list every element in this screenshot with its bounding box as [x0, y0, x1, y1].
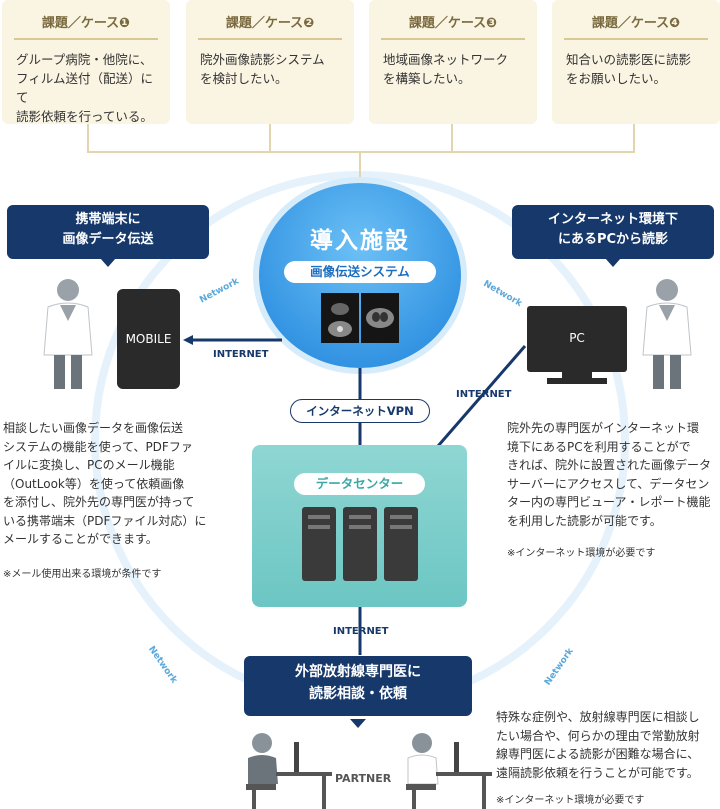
- case-title: 課題／ケース❸: [408, 16, 498, 31]
- case-body: グループ病院・他院に、 フィルム送付（配送）にて 読影依頼を行っている。: [16, 52, 154, 124]
- mobile-transfer-box: 携帯端末に 画像データ伝送: [7, 205, 209, 259]
- mobile-description: 相談したい画像データを画像伝送 システムの機能を使って、PDFファ イルに変換し…: [3, 421, 207, 546]
- pc-box-pointer: [605, 258, 621, 267]
- case-box-3: 課題／ケース❸ 地域画像ネットワーク を構築したい。: [369, 0, 537, 124]
- datacenter-panel: データセンター: [252, 445, 467, 607]
- datacenter-title: データセンター: [294, 473, 425, 495]
- case-body: 院外画像読影システム を検討したい。: [200, 52, 325, 86]
- case-title: 課題／ケース❶: [41, 16, 131, 31]
- facility-subtitle: 画像伝送システム: [284, 261, 436, 283]
- pc-stand: [562, 372, 592, 378]
- ct-scan-drawing: [328, 303, 394, 337]
- mobile-device-icon: MOBILE: [117, 289, 180, 389]
- pc-reading-box: インターネット環境下 にあるPCから読影: [512, 205, 714, 259]
- partner-box-pointer: [350, 719, 366, 728]
- partner-doctor-left-icon: [246, 733, 332, 809]
- case-box-1: 課題／ケース❶ グループ病院・他院に、 フィルム送付（配送）にて 読影依頼を行っ…: [2, 0, 170, 124]
- case-divider: [14, 38, 158, 40]
- facility-title: 導入施設: [310, 228, 410, 254]
- partner-description: 特殊な症例や、放射線専門医に相談し たい場合や、何らかの理由で常勤放射 線専門医…: [496, 710, 700, 780]
- pc-monitor-icon: PC: [527, 306, 627, 372]
- internet-label-right: INTERNET: [456, 389, 512, 400]
- server-racks-icon: [302, 507, 418, 581]
- pc-note: ※インターネット環境が必要です: [507, 548, 656, 559]
- facility-circle: 導入施設 画像伝送システム: [259, 183, 461, 368]
- mobile-screen-label: MOBILE: [125, 332, 172, 346]
- case-divider: [198, 38, 342, 40]
- case-divider: [564, 38, 708, 40]
- vpn-label: インターネットVPN: [290, 399, 430, 423]
- internet-label-bottom: INTERNET: [333, 626, 389, 637]
- case-connector: [87, 124, 635, 190]
- mobile-box-pointer: [100, 258, 116, 267]
- case-title: 課題／ケース❹: [591, 16, 681, 31]
- case-body: 地域画像ネットワーク を構築したい。: [383, 52, 509, 86]
- internet-label-left: INTERNET: [213, 349, 269, 360]
- mobile-note: ※メール使用出来る環境が条件です: [3, 569, 162, 580]
- doctor-right-icon: [642, 279, 692, 389]
- partner-note: ※インターネット環境が必要です: [496, 795, 645, 806]
- pc-base: [547, 378, 607, 384]
- partner-request-box: 外部放射線専門医に 読影相談・依頼: [244, 656, 472, 716]
- pc-description: 院外先の専門医がインターネット環 境下にあるPCを利用することがで きれば、院外…: [507, 421, 712, 528]
- case-body: 知合いの読影医に読影 をお願いしたい。: [566, 52, 692, 86]
- case-divider: [381, 38, 525, 40]
- case-title: 課題／ケース❷: [225, 16, 315, 31]
- doctor-left-icon: [43, 279, 93, 389]
- case-box-2: 課題／ケース❷ 院外画像読影システム を検討したい。: [186, 0, 354, 124]
- partner-label: PARTNER: [335, 772, 392, 785]
- pc-screen-label: PC: [569, 331, 585, 345]
- case-box-4: 課題／ケース❹ 知合いの読影医に読影 をお願いしたい。: [552, 0, 720, 124]
- partner-doctor-right-icon: [406, 733, 492, 809]
